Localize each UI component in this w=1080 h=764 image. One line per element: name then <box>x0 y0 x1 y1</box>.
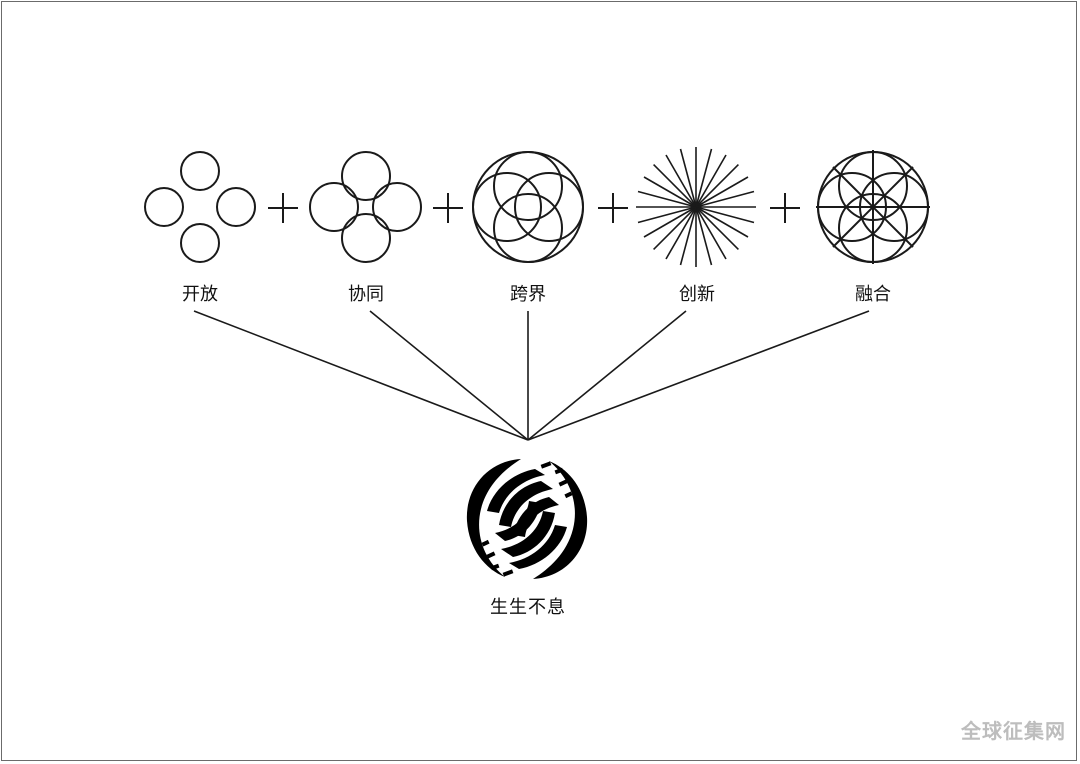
four-separated-circles-icon <box>144 151 256 263</box>
concept-label-innovation: 创新 <box>679 284 715 305</box>
concept-label-fusion: 融合 <box>855 284 891 305</box>
overlapping-circles-icon <box>472 151 584 263</box>
plus-icon <box>433 193 463 223</box>
concept-label-cross-border: 跨界 <box>510 284 546 305</box>
plus-icon <box>598 193 628 223</box>
fused-circles-crosshair-icon <box>816 150 930 264</box>
connector-lines <box>193 310 870 441</box>
four-touching-circles-icon <box>309 151 422 263</box>
watermark-text: 全球征集网 <box>961 719 1066 743</box>
starburst-icon <box>636 147 756 267</box>
plus-icon <box>268 193 298 223</box>
concept-label-open: 开放 <box>182 284 218 305</box>
concept-label-coordinate: 协同 <box>348 284 384 305</box>
plus-icon <box>770 193 800 223</box>
starburst-ray <box>637 190 755 224</box>
swirl-logo-icon <box>466 459 588 579</box>
result-label: 生生不息 <box>490 597 566 618</box>
